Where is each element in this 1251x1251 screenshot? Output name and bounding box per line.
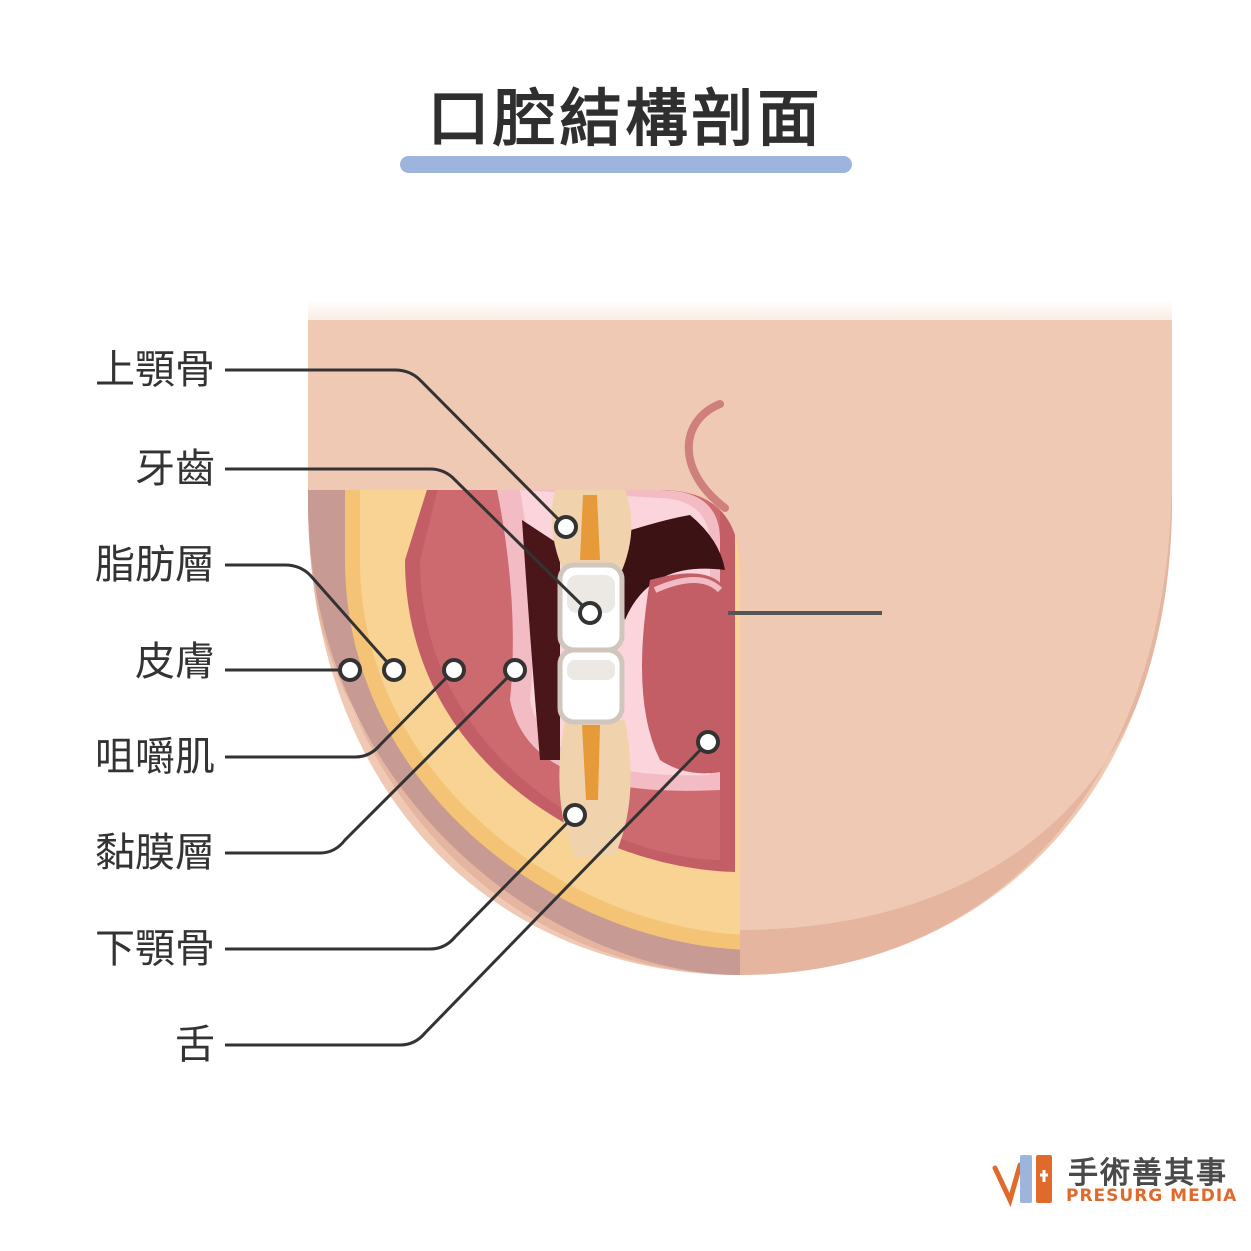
title-underline: [400, 156, 852, 173]
tongue: [642, 573, 730, 774]
nostril-curve: [684, 400, 729, 512]
marker-mucosa: [503, 658, 527, 682]
marker-skin: [338, 658, 362, 682]
marker-tongue: [696, 730, 720, 754]
label-masseter: 咀嚼肌: [95, 734, 215, 780]
marker-mandible: [563, 803, 587, 827]
teeth: [557, 562, 625, 725]
marker-maxilla: [554, 515, 578, 539]
label-mandible: 下顎骨: [95, 926, 215, 972]
brand-name-cn: 手術善其事: [1068, 1156, 1228, 1191]
label-fat-layer: 脂肪層: [95, 542, 215, 588]
brand-name-en: PRESURG MEDIA: [1066, 1186, 1238, 1206]
label-tongue: 舌: [175, 1022, 215, 1068]
label-skin: 皮膚: [135, 639, 215, 685]
label-tooth: 牙齒: [135, 446, 215, 492]
marker-muscle: [442, 658, 466, 682]
leader-lines: [225, 368, 710, 1047]
oral-cavity: [522, 520, 560, 760]
brand-logo-icon: [992, 1155, 1052, 1208]
marker-fat: [382, 658, 406, 682]
label-maxilla: 上顎骨: [95, 347, 215, 393]
page-title: 口腔結構剖面: [427, 82, 824, 155]
marker-tooth: [578, 601, 602, 625]
label-mucosa: 黏膜層: [95, 830, 215, 876]
